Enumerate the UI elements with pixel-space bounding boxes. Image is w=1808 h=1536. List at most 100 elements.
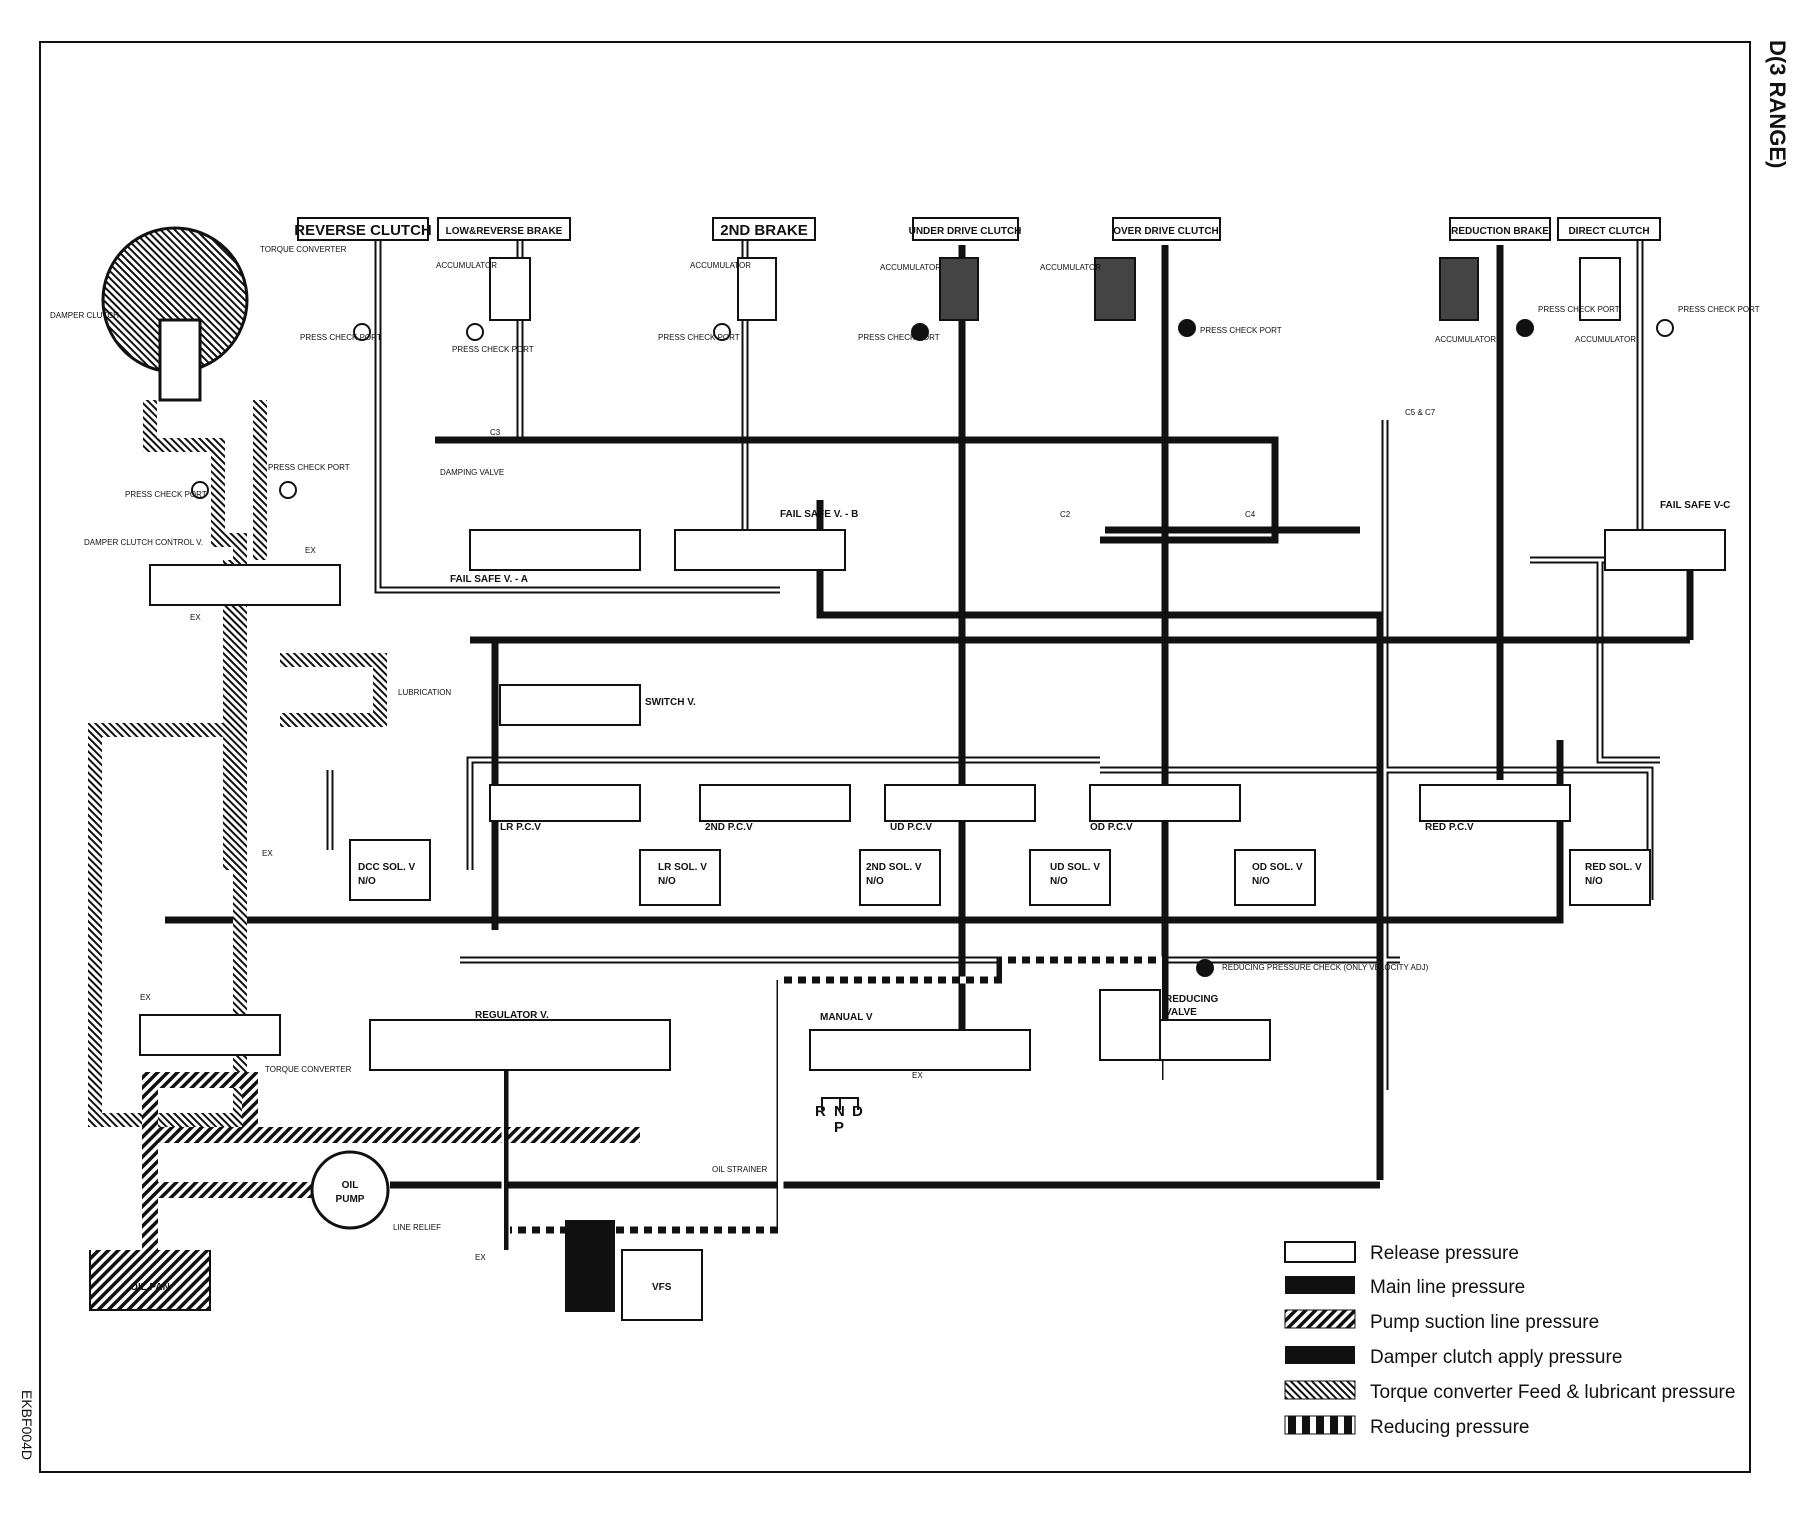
svg-text:PRESS CHECK PORT: PRESS CHECK PORT [452, 345, 534, 354]
svg-text:UD P.C.V: UD P.C.V [890, 822, 932, 833]
svg-text:DAMPER CLUTCH: DAMPER CLUTCH [50, 311, 119, 320]
accumulator-labels: ACCUMULATOR ACCUMULATOR ACCUMULATOR ACCU… [436, 261, 1636, 344]
svg-text:VFS: VFS [652, 1282, 672, 1293]
svg-text:EX: EX [305, 546, 316, 555]
svg-text:LUBRICATION: LUBRICATION [398, 688, 451, 697]
svg-text:LR P.C.V: LR P.C.V [500, 822, 541, 833]
svg-text:TORQUE CONVERTER: TORQUE CONVERTER [265, 1065, 352, 1074]
svg-text:D: D [852, 1103, 863, 1120]
press-check-port-labels: PRESS CHECK PORT PRESS CHECK PORT PRESS … [125, 305, 1760, 499]
legend-label: Torque converter Feed & lubricant pressu… [1370, 1382, 1735, 1403]
svg-text:N/O: N/O [1252, 876, 1270, 887]
svg-text:PRESS CHECK PORT: PRESS CHECK PORT [268, 463, 350, 472]
reducing-pressure-lines [501, 956, 1164, 1250]
over-drive-clutch-label: OVER DRIVE CLUTCH [1113, 226, 1219, 237]
svg-text:DAMPING VALVE: DAMPING VALVE [440, 468, 504, 477]
svg-text:2ND SOL. V: 2ND SOL. V [866, 862, 922, 873]
oil-pan: OIL PAN [89, 1250, 211, 1311]
svg-text:ACCUMULATOR: ACCUMULATOR [436, 261, 497, 270]
svg-text:LINE RELIEF: LINE RELIEF [393, 1223, 441, 1232]
svg-text:LR SOL. V: LR SOL. V [658, 862, 707, 873]
valve-labels: DAMPER CLUTCH CONTROL V. FAIL SAFE V. - … [84, 408, 1730, 1262]
page-title: D(3 RANGE) [1765, 40, 1790, 168]
second-brake-label: 2ND BRAKE [720, 222, 808, 239]
svg-text:P: P [834, 1119, 844, 1136]
svg-text:EX: EX [140, 993, 151, 1002]
svg-text:DAMPER CLUTCH CONTROL V.: DAMPER CLUTCH CONTROL V. [84, 538, 203, 547]
svg-text:ACCUMULATOR: ACCUMULATOR [1435, 335, 1496, 344]
legend-label: Reducing pressure [1370, 1417, 1529, 1438]
legend-label: Damper clutch apply pressure [1370, 1347, 1622, 1368]
svg-text:DCC SOL. V: DCC SOL. V [358, 862, 416, 873]
svg-text:N/O: N/O [1585, 876, 1603, 887]
svg-text:PRESS CHECK PORT: PRESS CHECK PORT [1200, 326, 1282, 335]
valve-bodies [139, 529, 1726, 1071]
torque-converter: TORQUE CONVERTER DAMPER CLUTCH [50, 226, 347, 402]
accumulators [489, 257, 1621, 321]
low-reverse-brake-label: LOW&REVERSE BRAKE [446, 226, 563, 237]
svg-text:SWITCH V.: SWITCH V. [645, 697, 696, 708]
svg-text:OD SOL. V: OD SOL. V [1252, 862, 1303, 873]
svg-text:EX: EX [262, 849, 273, 858]
reverse-clutch-label: REVERSE CLUTCH [294, 222, 432, 239]
svg-text:PUMP: PUMP [336, 1194, 365, 1205]
svg-text:VALVE: VALVE [1165, 1007, 1197, 1018]
svg-text:MANUAL V: MANUAL V [820, 1012, 873, 1023]
vfs-solenoid: VFS [565, 1220, 703, 1321]
legend-swatch-suction [1284, 1309, 1356, 1329]
clutch-brake-labels: REVERSE CLUTCH LOW&REVERSE BRAKE 2ND BRA… [294, 217, 1661, 241]
legend-swatch-reducing [1284, 1415, 1356, 1435]
svg-text:C2: C2 [1060, 510, 1071, 519]
svg-text:PRESS CHECK PORT: PRESS CHECK PORT [1538, 305, 1620, 314]
svg-text:C3: C3 [490, 428, 501, 437]
svg-text:EX: EX [190, 613, 201, 622]
svg-text:PRESS CHECK PORT: PRESS CHECK PORT [300, 333, 382, 342]
svg-text:FAIL SAFE V. - A: FAIL SAFE V. - A [450, 574, 528, 585]
svg-text:PRESS CHECK PORT: PRESS CHECK PORT [858, 333, 940, 342]
svg-text:ACCUMULATOR: ACCUMULATOR [880, 263, 941, 272]
svg-text:ACCUMULATOR: ACCUMULATOR [690, 261, 751, 270]
svg-text:2ND P.C.V: 2ND P.C.V [705, 822, 753, 833]
legend-swatch-release [1284, 1241, 1356, 1263]
diagram-frame [39, 41, 1751, 1473]
svg-text:N/O: N/O [866, 876, 884, 887]
svg-text:N: N [834, 1103, 845, 1120]
legend-label: Main line pressure [1370, 1277, 1525, 1298]
svg-text:REDUCING PRESSURE CHECK (ONLY: REDUCING PRESSURE CHECK (ONLY VELOCITY A… [1222, 963, 1429, 972]
legend-label: Pump suction line pressure [1370, 1312, 1599, 1333]
svg-text:C5 & C7: C5 & C7 [1405, 408, 1436, 417]
svg-text:R: R [815, 1103, 826, 1120]
under-drive-clutch-label: UNDER DRIVE CLUTCH [909, 226, 1022, 237]
legend: Release pressure Main line pressure Pump… [1284, 1241, 1735, 1438]
svg-text:FAIL SAFE V-C: FAIL SAFE V-C [1660, 500, 1730, 511]
svg-text:OD P.C.V: OD P.C.V [1090, 822, 1133, 833]
figure-code: EKBF004D [19, 1390, 35, 1460]
svg-text:ACCUMULATOR: ACCUMULATOR [1575, 335, 1636, 344]
svg-text:REDUCING: REDUCING [1165, 994, 1219, 1005]
svg-text:RED P.C.V: RED P.C.V [1425, 822, 1474, 833]
svg-text:RED SOL. V: RED SOL. V [1585, 862, 1642, 873]
direct-clutch-label: DIRECT CLUTCH [1568, 226, 1649, 237]
press-check-ports [191, 319, 1674, 977]
svg-text:N/O: N/O [358, 876, 376, 887]
release-pressure-lines [326, 235, 1660, 1090]
svg-text:UD SOL. V: UD SOL. V [1050, 862, 1100, 873]
svg-text:N/O: N/O [658, 876, 676, 887]
legend-swatch-damper [1285, 1346, 1355, 1364]
svg-text:REGULATOR V.: REGULATOR V. [475, 1010, 549, 1021]
svg-text:FAIL SAFE V. - B: FAIL SAFE V. - B [780, 509, 858, 520]
pump-suction-lines [142, 1072, 640, 1260]
reduction-brake-label: REDUCTION BRAKE [1451, 226, 1549, 237]
svg-text:OIL STRAINER: OIL STRAINER [712, 1165, 767, 1174]
legend-label: Release pressure [1370, 1243, 1519, 1264]
solenoid-valves [349, 839, 1651, 906]
torque-converter-feed-lines [88, 400, 387, 1127]
svg-text:PRESS CHECK PORT: PRESS CHECK PORT [125, 490, 207, 499]
gear-selector: R N D P [815, 1097, 863, 1136]
svg-text:ACCUMULATOR: ACCUMULATOR [1040, 263, 1101, 272]
svg-text:PRESS CHECK PORT: PRESS CHECK PORT [658, 333, 740, 342]
svg-text:PRESS CHECK PORT: PRESS CHECK PORT [1678, 305, 1760, 314]
svg-text:EX: EX [912, 1071, 923, 1080]
svg-text:EX: EX [475, 1253, 486, 1262]
